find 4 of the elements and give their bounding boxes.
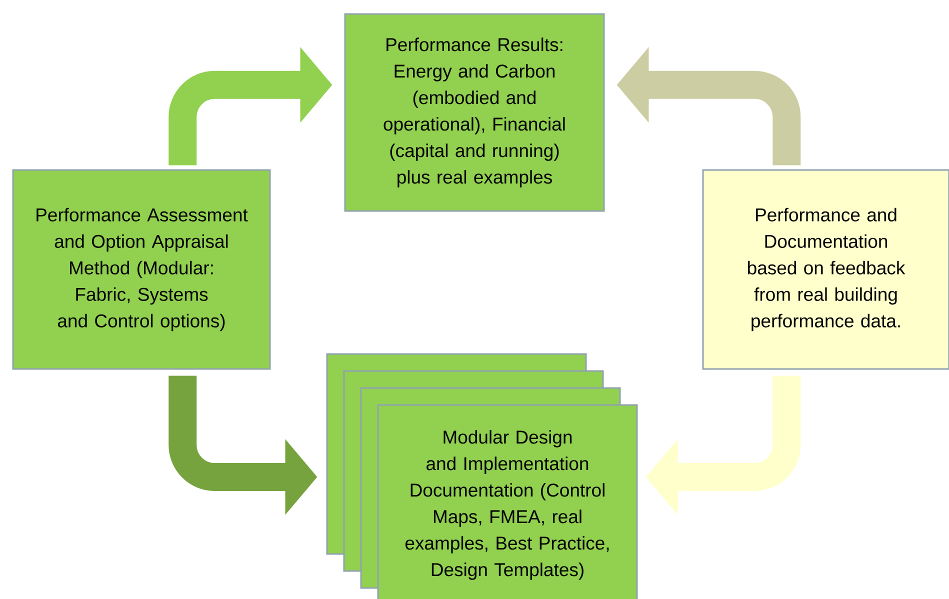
text-box: Modular Design and Implementation Documentation (Control Maps, FMEA, real examples, Best Practice, Design Templates) — [326, 353, 638, 599]
text-box: Performance and Documentation based on feedback from real building performance data. — [702, 169, 949, 370]
text-box: Performance Assessment and Option Appraisal Method (Modular: Fabric, Systems and Control options) — [12, 169, 271, 370]
text-box: Performance Results: Energy and Carbon (embodied and operational), Financial (capital and running) plus real examples — [344, 13, 605, 212]
